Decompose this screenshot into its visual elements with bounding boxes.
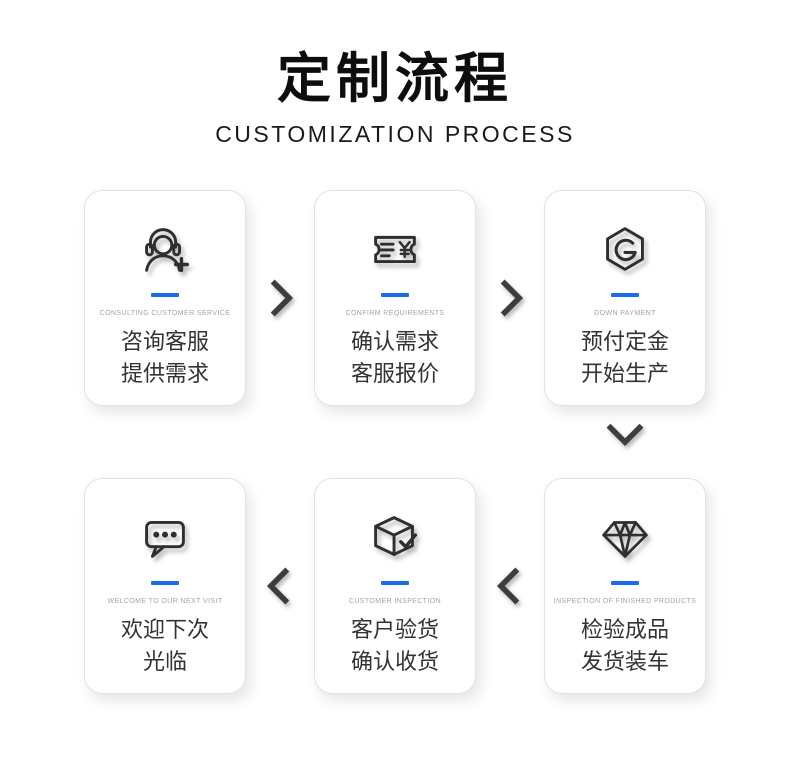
accent-dash — [151, 293, 179, 297]
process-row-1: CONSULTING CUSTOMER SERVICE 咨询客服 提供需求 CO… — [0, 190, 790, 406]
step-title-zh-line1: 检验成品 — [580, 617, 669, 642]
customer-service-headset-icon — [134, 213, 196, 285]
arrow-right-connector — [476, 190, 544, 406]
accent-dash — [151, 581, 179, 585]
chevron-down-icon — [606, 423, 644, 447]
step-title-zh-line1: 预付定金 — [580, 329, 669, 354]
step-label-en: CONFIRM REQUIREMENTS — [345, 310, 445, 317]
step-card-customer-inspection: CUSTOMER INSPECTION 客户验货 确认收货 — [314, 478, 476, 694]
arrow-left-connector — [246, 478, 314, 694]
step-title-zh-line2: 开始生产 — [580, 360, 669, 386]
step-label-en: WELCOME TO OUR NEXT VISIT — [107, 598, 223, 605]
arrow-right-connector — [246, 190, 314, 406]
diamond-icon — [594, 501, 656, 573]
ticket-quote-icon — [364, 213, 426, 285]
step-card-finished-product-inspection: INSPECTION OF FINISHED PRODUCTS 检验成品 发货装… — [544, 478, 706, 694]
page-header: 定制流程 CUSTOMIZATION PROCESS — [0, 0, 790, 148]
row-transition — [0, 406, 790, 478]
page-subtitle: CUSTOMIZATION PROCESS — [215, 121, 575, 147]
process-row-2: WELCOME TO OUR NEXT VISIT 欢迎下次 光临 CUSTOM… — [0, 478, 790, 694]
arrow-left-connector — [476, 478, 544, 694]
step-label-en: CONSULTING CUSTOMER SERVICE — [99, 310, 231, 317]
chat-bubble-icon — [134, 501, 196, 573]
coin-payment-icon — [594, 213, 656, 285]
chevron-right-icon — [270, 279, 294, 317]
step-title-zh-line2: 客服报价 — [350, 360, 439, 386]
step-title-zh-line2: 光临 — [142, 648, 187, 674]
step-card-down-payment: DOWN PAYMENT 预付定金 开始生产 — [544, 190, 706, 406]
step-title-zh-line2: 提供需求 — [120, 360, 209, 386]
package-check-icon — [364, 501, 426, 573]
accent-dash — [381, 293, 409, 297]
step-title-zh-line1: 咨询客服 — [120, 329, 209, 354]
accent-dash — [611, 581, 639, 585]
arrow-down-connector — [603, 418, 647, 448]
accent-dash — [611, 293, 639, 297]
step-label-en: DOWN PAYMENT — [594, 310, 656, 317]
step-card-welcome-next-visit: WELCOME TO OUR NEXT VISIT 欢迎下次 光临 — [84, 478, 246, 694]
step-title-zh-line2: 确认收货 — [350, 648, 439, 674]
step-card-consulting: CONSULTING CUSTOMER SERVICE 咨询客服 提供需求 — [84, 190, 246, 406]
step-title-zh-line1: 客户验货 — [350, 617, 439, 642]
chevron-left-icon — [266, 567, 290, 605]
step-title-zh-line2: 发货装车 — [580, 648, 669, 674]
step-label-en: INSPECTION OF FINISHED PRODUCTS — [553, 598, 697, 605]
accent-dash — [381, 581, 409, 585]
chevron-left-icon — [496, 567, 520, 605]
step-title-zh-line1: 确认需求 — [350, 329, 439, 354]
step-label-en: CUSTOMER INSPECTION — [348, 598, 442, 605]
page-title: 定制流程 — [277, 47, 513, 110]
step-card-confirm-requirements: CONFIRM REQUIREMENTS 确认需求 客服报价 — [314, 190, 476, 406]
chevron-right-icon — [500, 279, 524, 317]
step-title-zh-line1: 欢迎下次 — [120, 617, 209, 642]
